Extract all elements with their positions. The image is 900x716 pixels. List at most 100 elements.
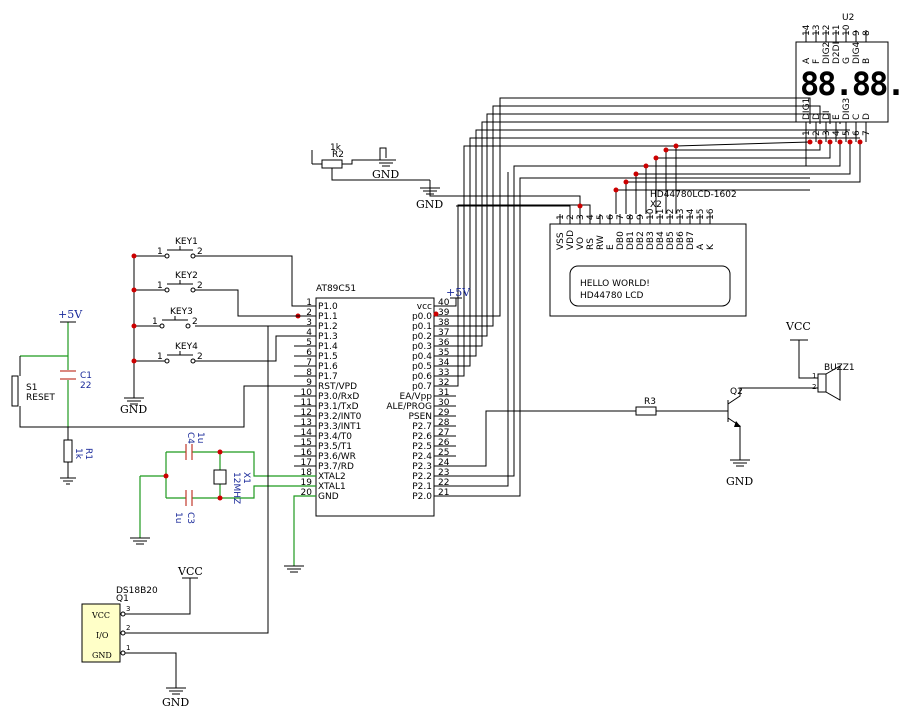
key-pin-num: 2 bbox=[197, 352, 203, 362]
lcd-pin-name: DB3 bbox=[646, 231, 656, 250]
lcd-pin-num: 6 bbox=[606, 214, 616, 220]
mcu-pin-num: 34 bbox=[438, 358, 450, 368]
key-contact bbox=[164, 287, 170, 293]
seg-pin-name: F bbox=[812, 59, 822, 64]
seg-pin-name: D bbox=[862, 113, 872, 120]
wire bbox=[655, 142, 831, 214]
reset-circuit: C1 22 +5V S1 RESET R1 1k bbox=[11, 308, 316, 485]
gnd-symbol bbox=[166, 687, 186, 695]
mcu-pin-name: p0.4 bbox=[412, 352, 432, 362]
lcd-pin-num: 5 bbox=[596, 214, 606, 220]
seg-pin-num: 7 bbox=[862, 130, 872, 136]
gnd-label: GND bbox=[120, 403, 147, 416]
lcd-pin-num: 10 bbox=[646, 208, 656, 220]
lcd-part: HD44780LCD-1602 bbox=[650, 190, 737, 200]
key-contact bbox=[164, 253, 170, 259]
mcu-name: AT89C51 bbox=[316, 284, 356, 294]
wire bbox=[434, 121, 841, 347]
mcu-pin-num: 22 bbox=[438, 478, 449, 488]
seg-pin-num: 12 bbox=[822, 25, 832, 36]
lcd-pin-num: 8 bbox=[626, 214, 636, 220]
q2-arrow bbox=[734, 421, 741, 427]
mcu-pin-name: EA/Vpp bbox=[400, 392, 433, 402]
key-pin-num: 1 bbox=[157, 281, 163, 291]
gnd-symbol bbox=[730, 459, 750, 467]
wire bbox=[293, 495, 316, 566]
seg-pin-name: DI bbox=[822, 110, 832, 120]
seg-pin-num: 13 bbox=[812, 25, 822, 36]
mcu-pin-num: 29 bbox=[438, 408, 450, 418]
junctions bbox=[295, 139, 863, 319]
wire bbox=[434, 410, 636, 467]
wire bbox=[434, 142, 807, 477]
lcd-pins: 1VSS2VDD3VO4RS5RW6E7DB08DB19DB210DB311DB… bbox=[556, 208, 716, 250]
mcu-pin-name: p0.2 bbox=[412, 332, 432, 342]
wire bbox=[434, 105, 821, 327]
mcu-pin-num: 17 bbox=[301, 458, 312, 468]
seg-pin-num: 8 bbox=[862, 30, 872, 36]
mcu-pin-name: vcc bbox=[417, 302, 432, 312]
junction bbox=[827, 139, 833, 145]
wire bbox=[625, 142, 861, 214]
junction bbox=[837, 139, 843, 145]
r1-ref: R1 bbox=[83, 448, 93, 460]
lcd-pin-num: 7 bbox=[616, 214, 626, 220]
lcd-pin-name: DB1 bbox=[626, 231, 636, 250]
junction bbox=[633, 171, 639, 177]
mcu-pin-num: 7 bbox=[306, 358, 312, 368]
mcu-pin-num: 5 bbox=[306, 338, 312, 348]
c1-ref: C1 bbox=[80, 371, 92, 381]
mcu-pin-num: 25 bbox=[438, 448, 449, 458]
mcu-pin-name: XTAL1 bbox=[318, 482, 346, 492]
ds18b20-body bbox=[81, 603, 121, 663]
r2-potentiometer: 1k R2 GND GND bbox=[311, 143, 443, 211]
seg-pin-name: A bbox=[802, 57, 812, 64]
display7-body bbox=[795, 41, 889, 123]
wire bbox=[434, 172, 509, 487]
mcu-pin-name: P1.4 bbox=[318, 342, 338, 352]
mcu-pin-num: 39 bbox=[438, 308, 450, 318]
r2-value: 1k bbox=[330, 143, 342, 153]
bus-wires bbox=[429, 97, 861, 497]
mcu-pin-name: P3.7/RD bbox=[318, 462, 354, 472]
mcu-pin-num: 14 bbox=[301, 428, 313, 438]
buzzer-cone bbox=[825, 365, 841, 401]
mcu-pin-num: 18 bbox=[301, 468, 313, 478]
seg-pin-name: E bbox=[832, 114, 842, 120]
gnd-label: GND bbox=[416, 198, 443, 211]
ds-part: DS18B20 bbox=[116, 586, 158, 596]
junction bbox=[653, 155, 659, 161]
seg-pin-name: G bbox=[842, 57, 852, 64]
mcu-pin-name: P3.1/TxD bbox=[318, 402, 359, 412]
mcu-pin-num: 33 bbox=[438, 368, 449, 378]
mcu-pin-name: P2.5 bbox=[412, 442, 432, 452]
mcu-pin-name: P3.5/T1 bbox=[318, 442, 352, 452]
crystal-circuit: C4 1u C3 1u X1 12MHZ bbox=[130, 432, 316, 573]
junction bbox=[807, 139, 813, 145]
buzz-ref: BUZZ1 bbox=[824, 363, 855, 373]
wire bbox=[429, 180, 581, 214]
c3-ref: C3 bbox=[185, 512, 195, 524]
gnd-label: GND bbox=[162, 696, 189, 709]
seg-pin-name: DIG2 bbox=[822, 42, 832, 64]
lcd-pin-name: DB4 bbox=[656, 231, 666, 250]
lcd-hd44780: HELLO WORLD! HD44780 LCD HD44780LCD-1602… bbox=[549, 190, 747, 317]
mcu-pin-num: 1 bbox=[306, 298, 312, 308]
lcd-pin-num: 2 bbox=[566, 214, 576, 220]
junction bbox=[433, 311, 439, 317]
seg-pin-num: 9 bbox=[852, 30, 862, 36]
key-pin-num: 1 bbox=[152, 317, 158, 327]
seg-pin-num: 4 bbox=[832, 130, 842, 136]
mcu-pin-num: 21 bbox=[438, 488, 449, 498]
mcu-pin-name: RST/VPD bbox=[318, 382, 357, 392]
wire bbox=[192, 451, 316, 477]
display7-ref: U2 bbox=[842, 13, 854, 23]
ds-pin-gnd: GND bbox=[92, 651, 112, 660]
mcu-pin-name: p0.3 bbox=[412, 342, 432, 352]
c1-value: 22 bbox=[80, 381, 91, 391]
wire bbox=[434, 137, 860, 367]
r1-body bbox=[63, 439, 73, 463]
